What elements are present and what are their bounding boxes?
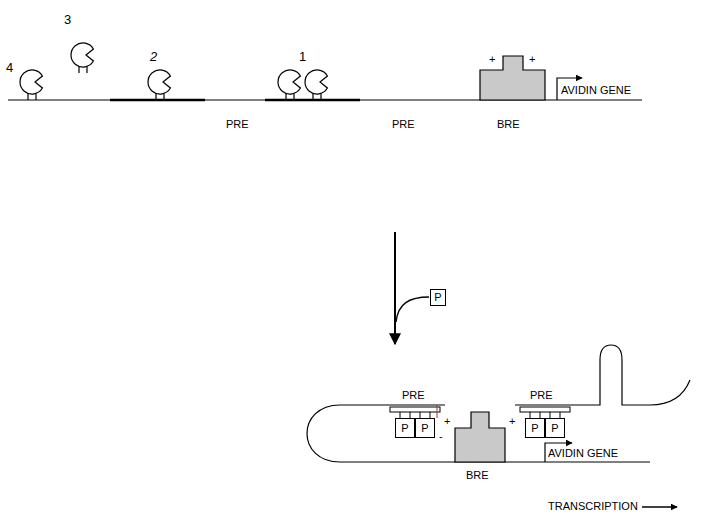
part-label: + — [444, 415, 450, 428]
part-label: TRANSCRIPTION — [548, 500, 638, 513]
receptor-bridge — [520, 407, 570, 412]
hormone-box: P — [395, 418, 415, 438]
hormone-box: P — [415, 418, 435, 438]
receptor-symbol — [71, 43, 93, 73]
reaction-arrow — [394, 232, 396, 344]
hormone-box: P — [430, 289, 446, 306]
dna-strand — [515, 345, 690, 405]
part-label: AVIDIN GENE — [548, 447, 618, 460]
entry-curve — [396, 297, 429, 322]
part-label: PRE — [392, 118, 415, 131]
node-text: P — [401, 422, 408, 435]
callout-number: 1 — [299, 50, 306, 65]
pre-site — [110, 99, 360, 102]
node-text: P — [434, 291, 441, 304]
part-label: AVIDIN GENE — [561, 84, 631, 97]
part-label: PRE — [226, 118, 249, 131]
callout-number: 4 — [6, 61, 13, 76]
receptor-symbol — [305, 70, 327, 100]
bre-block — [455, 412, 505, 462]
node-text: P — [551, 422, 558, 435]
part-label: BRE — [466, 469, 489, 482]
receptor-symbol — [20, 70, 42, 100]
receptor-symbol — [278, 70, 300, 100]
part-label: PRE — [402, 389, 425, 402]
part-label: + — [509, 415, 515, 428]
receptor-bridge — [390, 407, 440, 412]
dna-strand — [8, 99, 642, 100]
part-label: - — [439, 430, 443, 443]
dna-loop — [307, 405, 650, 462]
receptor-symbol — [148, 70, 170, 100]
hormone-box: P — [545, 418, 565, 438]
transcription-arrow — [642, 506, 677, 507]
part-label: BRE — [497, 118, 520, 131]
part-label: + — [529, 53, 535, 66]
callout-number: 2 — [150, 50, 157, 65]
node-text: P — [421, 422, 428, 435]
part-label: + — [489, 53, 495, 66]
part-label: PRE — [530, 389, 553, 402]
node-text: P — [531, 422, 538, 435]
receptor-stem — [437, 405, 438, 418]
hormone-box: P — [525, 418, 545, 438]
callout-number: 3 — [64, 13, 71, 28]
